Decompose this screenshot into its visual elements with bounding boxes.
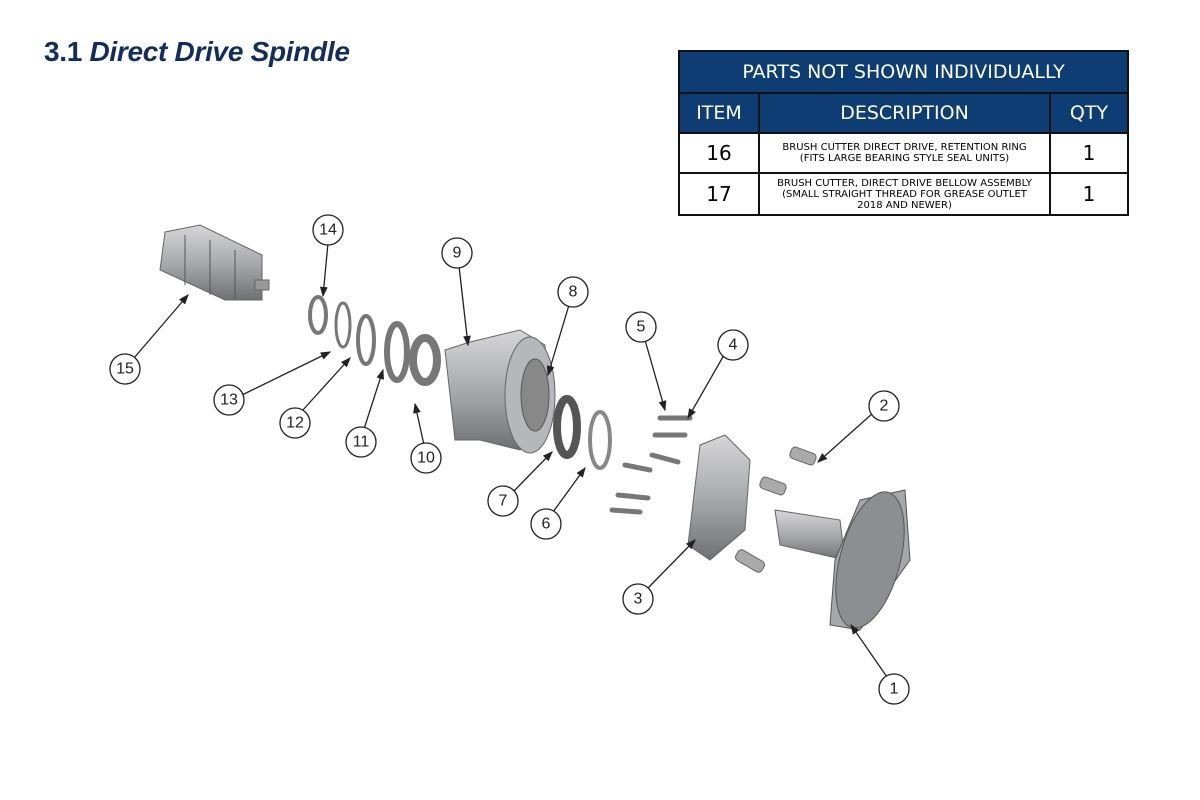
qty-cell: 1 — [1049, 132, 1129, 174]
ring-parts — [308, 295, 441, 386]
callout-6: 6 — [530, 508, 562, 540]
hydraulic-motor-part — [159, 224, 270, 301]
svg-text:15: 15 — [116, 361, 134, 378]
description-cell: BRUSH CUTTER, DIRECT DRIVE BELLOW ASSEMB… — [758, 172, 1051, 216]
svg-text:4: 4 — [729, 337, 738, 354]
callout-14: 14 — [312, 214, 344, 246]
spindle-housing-part — [444, 329, 556, 454]
table-row: 17 BRUSH CUTTER, DIRECT DRIVE BELLOW ASS… — [678, 172, 1129, 216]
callout-8: 8 — [557, 276, 589, 308]
svg-text:8: 8 — [569, 284, 578, 301]
qty-cell: 1 — [1049, 172, 1129, 216]
svg-text:9: 9 — [453, 245, 462, 262]
callout-4: 4 — [717, 329, 749, 361]
svg-text:10: 10 — [417, 450, 435, 467]
table-row: 16 BRUSH CUTTER DIRECT DRIVE, RETENTION … — [678, 132, 1129, 174]
svg-text:2: 2 — [880, 398, 889, 415]
parts-table: PARTS NOT SHOWN INDIVIDUALLY ITEM DESCRI… — [678, 50, 1129, 216]
svg-text:3: 3 — [634, 591, 643, 608]
bolt-parts — [609, 415, 693, 515]
callout-9: 9 — [441, 237, 473, 269]
callout-1: 1 — [878, 673, 910, 705]
svg-text:1: 1 — [890, 681, 899, 698]
col-item: ITEM — [678, 92, 760, 134]
svg-text:14: 14 — [319, 222, 337, 239]
svg-text:13: 13 — [220, 392, 238, 409]
callout-12: 12 — [279, 407, 311, 439]
col-description: DESCRIPTION — [758, 92, 1051, 134]
description-cell: BRUSH CUTTER DIRECT DRIVE, RETENTION RIN… — [758, 132, 1051, 174]
item-cell: 17 — [678, 172, 760, 216]
svg-text:7: 7 — [499, 493, 508, 510]
spindle-shaft-part — [774, 489, 911, 631]
col-qty: QTY — [1049, 92, 1129, 134]
callout-7: 7 — [487, 485, 519, 517]
table-caption: PARTS NOT SHOWN INDIVIDUALLY — [678, 50, 1129, 94]
adapter-flange-part — [687, 434, 751, 561]
svg-text:6: 6 — [542, 516, 551, 533]
pin-parts — [734, 446, 817, 573]
svg-text:5: 5 — [637, 319, 646, 336]
svg-text:11: 11 — [353, 434, 370, 451]
page-title: 3.1 Direct Drive Spindle — [44, 36, 350, 67]
callout-13: 13 — [213, 384, 245, 416]
callout-5: 5 — [625, 311, 657, 343]
callout-10: 10 — [410, 442, 442, 474]
item-cell: 16 — [678, 132, 760, 174]
callout-3: 3 — [622, 583, 654, 615]
callout-11: 11 — [345, 426, 377, 458]
callout-15: 15 — [109, 353, 141, 385]
leader-lines — [133, 242, 888, 678]
svg-text:12: 12 — [286, 415, 304, 432]
bearing-seal-parts — [553, 395, 612, 470]
callout-2: 2 — [868, 390, 900, 422]
